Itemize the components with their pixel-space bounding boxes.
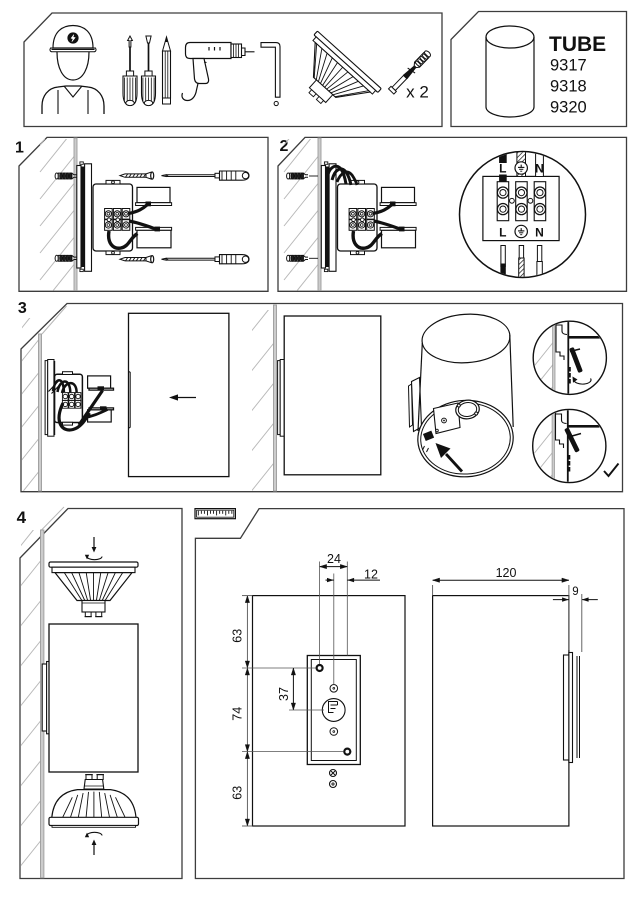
svg-text:L: L [499, 226, 506, 240]
svg-text:1: 1 [15, 140, 24, 157]
svg-text:9317: 9317 [550, 57, 587, 75]
svg-text:120: 120 [496, 566, 517, 580]
svg-text:L: L [499, 162, 506, 176]
svg-text:63: 63 [231, 786, 245, 800]
svg-text:12: 12 [364, 568, 378, 582]
svg-text:9320: 9320 [550, 99, 587, 117]
svg-text:63: 63 [231, 629, 245, 643]
svg-text:74: 74 [231, 707, 245, 721]
svg-text:TUBE: TUBE [549, 33, 606, 56]
svg-text:2: 2 [280, 138, 289, 155]
svg-text:N: N [535, 226, 544, 240]
svg-text:24: 24 [327, 552, 341, 566]
svg-text:9: 9 [572, 586, 578, 598]
svg-text:N: N [535, 162, 544, 176]
svg-text:9318: 9318 [550, 78, 587, 96]
svg-text:37: 37 [277, 687, 291, 701]
svg-text:4: 4 [17, 508, 27, 527]
svg-text:3: 3 [18, 300, 27, 317]
svg-text:x 2: x 2 [406, 83, 429, 102]
